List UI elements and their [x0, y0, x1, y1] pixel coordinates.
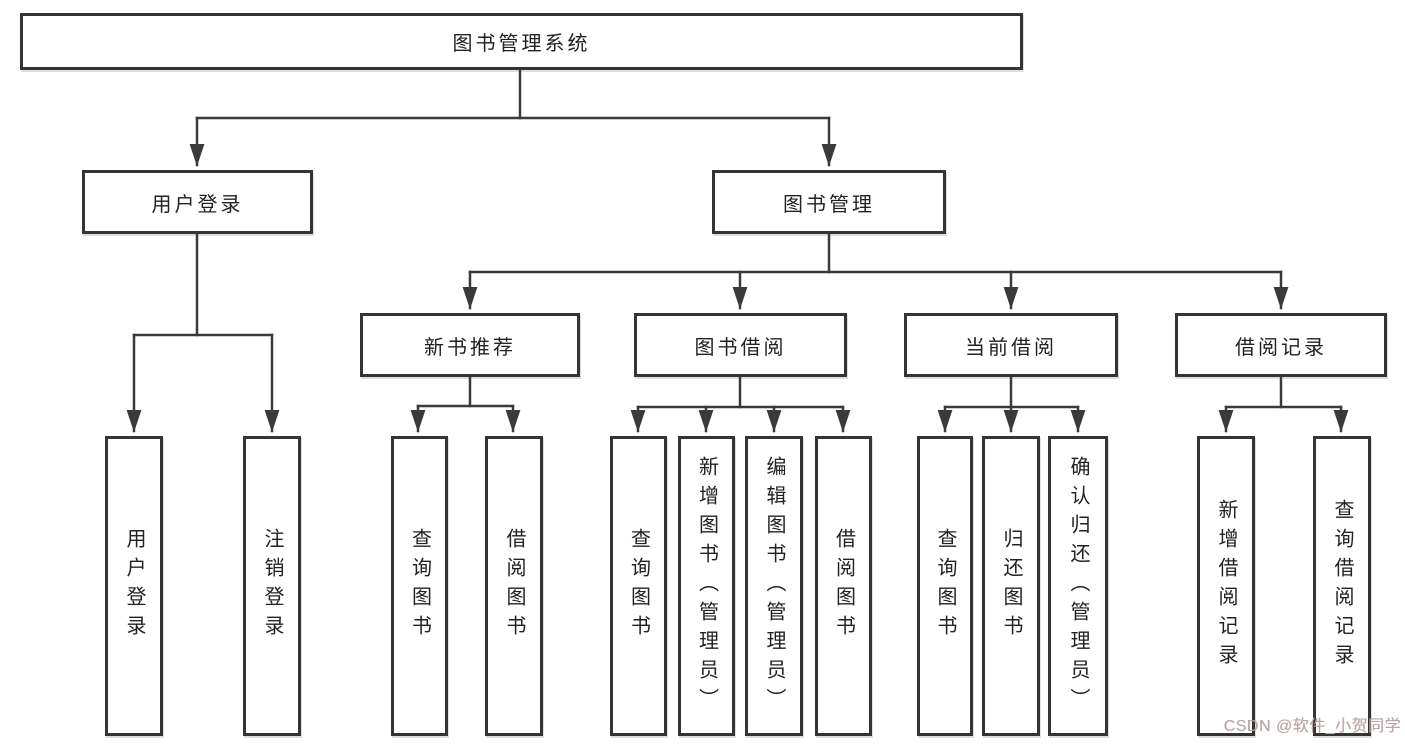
leaf-borrow-books-recommend: 借阅图书	[485, 436, 543, 736]
leaf-logout: 注销登录	[243, 436, 301, 736]
leaf-borrow-books-recommend-label: 借阅图书	[503, 528, 525, 644]
leaf-query-borrow-record-label: 查询借阅记录	[1331, 499, 1353, 673]
leaf-query-borrow-record: 查询借阅记录	[1313, 436, 1371, 736]
leaf-borrow-books: 借阅图书	[815, 436, 872, 736]
node-new-book-recommend: 新书推荐	[360, 313, 580, 377]
node-current-borrow: 当前借阅	[904, 313, 1118, 377]
connector-borrow-records-children	[1218, 374, 1349, 433]
leaf-return-book: 归还图书	[982, 436, 1040, 736]
node-root-system: 图书管理系统	[20, 13, 1023, 70]
node-current-borrow-label: 当前借阅	[965, 336, 1057, 359]
leaf-add-borrow-record: 新增借阅记录	[1197, 436, 1255, 736]
node-borrow-records: 借阅记录	[1175, 313, 1387, 377]
leaf-query-books-current: 查询图书	[917, 436, 973, 736]
connector-root-to-level2	[189, 68, 837, 167]
node-book-borrow-label: 图书借阅	[694, 336, 787, 359]
leaf-edit-book-admin: 编辑图书（管理员）	[745, 436, 803, 736]
leaf-query-books-recommend-label: 查询图书	[408, 528, 431, 644]
leaf-user-login-label: 用户登录	[123, 528, 145, 644]
leaf-return-book-label: 归还图书	[1000, 528, 1022, 644]
connector-book-management-children	[462, 231, 1289, 310]
connector-user-login-children	[126, 231, 280, 433]
connector-current-borrow-children	[937, 374, 1086, 433]
leaf-query-books-recommend: 查询图书	[391, 436, 448, 736]
leaf-add-book-admin: 新增图书（管理员）	[678, 436, 735, 736]
node-book-management: 图书管理	[712, 170, 946, 234]
leaf-confirm-return-admin-label: 确认归还（管理员）	[1067, 455, 1089, 717]
leaf-logout-label: 注销登录	[261, 528, 283, 644]
node-borrow-records-label: 借阅记录	[1235, 336, 1327, 359]
connector-book-borrow-children	[630, 374, 851, 433]
leaf-borrow-books-label: 借阅图书	[832, 528, 855, 644]
connector-new-book-recommend-children	[410, 374, 521, 433]
leaf-user-login: 用户登录	[105, 436, 163, 736]
node-new-book-recommend-label: 新书推荐	[424, 336, 516, 359]
leaf-confirm-return-admin: 确认归还（管理员）	[1048, 436, 1108, 736]
node-user-login: 用户登录	[82, 170, 313, 234]
leaf-edit-book-admin-label: 编辑图书（管理员）	[763, 455, 785, 717]
leaf-query-books-current-label: 查询图书	[934, 528, 956, 644]
leaf-query-books-borrow: 查询图书	[610, 436, 667, 736]
leaf-add-book-admin-label: 新增图书（管理员）	[695, 455, 718, 717]
node-book-borrow: 图书借阅	[634, 313, 847, 377]
csdn-watermark: CSDN @软件_小贺同学	[1223, 718, 1401, 735]
node-root-system-label: 图书管理系统	[452, 33, 591, 55]
leaf-query-books-borrow-label: 查询图书	[627, 528, 650, 644]
leaf-add-borrow-record-label: 新增借阅记录	[1215, 499, 1237, 673]
node-book-management-label: 图书管理	[783, 193, 875, 216]
node-user-login-label: 用户登录	[151, 193, 244, 216]
